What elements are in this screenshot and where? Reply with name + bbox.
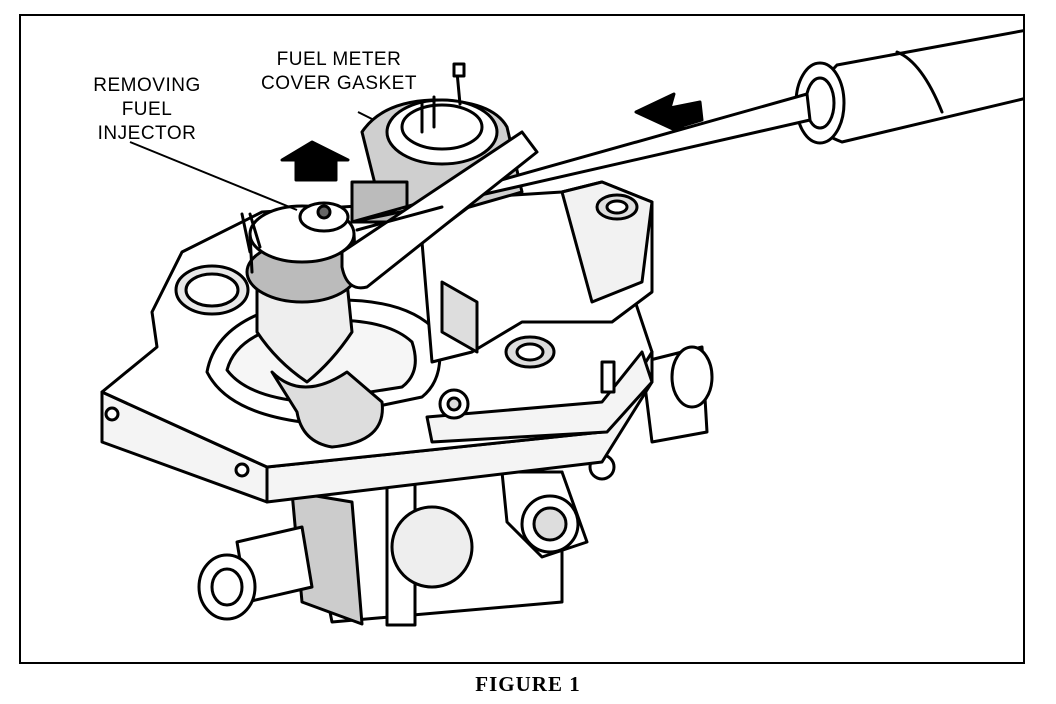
figure-frame: FUEL METER COVER GASKET REMOVING FUEL IN… — [19, 14, 1025, 664]
gasket-label-line2: COVER GASKET — [261, 73, 417, 94]
screwdriver — [340, 29, 1023, 290]
gasket-label-line1: FUEL METER — [276, 49, 402, 70]
removing-label-line2: FUEL — [121, 99, 173, 120]
side-fitting-right — [588, 345, 714, 481]
fuel-injector-pod — [240, 201, 384, 449]
side-fitting-left — [197, 525, 314, 621]
right-upper-housing — [420, 180, 654, 444]
arrow-up — [280, 140, 350, 182]
removing-label-line3: INJECTOR — [97, 123, 197, 144]
removing-fuel-injector-label: REMOVING FUEL INJECTOR — [67, 74, 227, 146]
fuel-meter-cover-gasket-label: FUEL METER COVER GASKET — [239, 48, 439, 96]
throttle-body-illustration — [100, 29, 1023, 627]
leader-lines — [129, 111, 375, 211]
figure-caption: FIGURE 1 — [475, 672, 581, 696]
lower-casting — [290, 468, 589, 627]
removing-label-line1: REMOVING — [93, 75, 201, 96]
